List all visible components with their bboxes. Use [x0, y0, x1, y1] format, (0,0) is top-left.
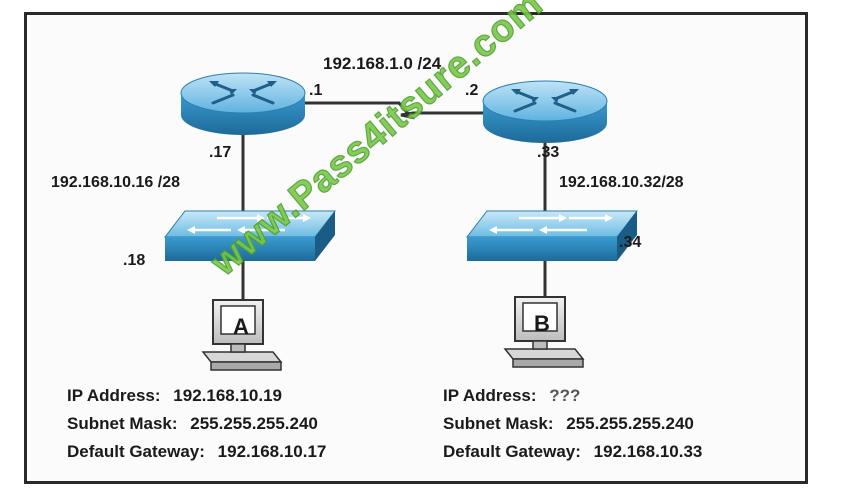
host-a-ip-label: IP Address:	[67, 386, 161, 405]
host-b-mask-value: 255.255.255.240	[566, 414, 694, 433]
host-b-gw-label: Default Gateway:	[443, 442, 581, 461]
router-right-lan-ip: .33	[537, 144, 560, 161]
router-left-wan-ip: .1	[309, 82, 323, 99]
host-a-gw-value: 192.168.10.17	[217, 442, 327, 461]
host-a-mask-label: Subnet Mask:	[67, 414, 178, 433]
computer-icon[interactable]	[503, 296, 585, 368]
switch-icon[interactable]	[163, 210, 337, 261]
host-a-label: A	[233, 314, 249, 339]
host-a-gw-row: Default Gateway: 192.168.10.17	[67, 443, 326, 460]
lan-left-subnet-label: 192.168.10.16 /28	[51, 174, 181, 191]
diagram-frame: 192.168.1.0 /24 .1 .2 .17 .33 192.168.10…	[24, 0, 808, 484]
host-a-ip-value: 192.168.10.19	[173, 386, 282, 405]
host-b-mask-row: Subnet Mask: 255.255.255.240	[443, 415, 694, 432]
router-icon[interactable]	[482, 80, 608, 143]
router-right-wan-ip: .2	[465, 82, 479, 99]
computer-icon[interactable]	[201, 299, 283, 371]
serial-link-icon	[305, 101, 497, 120]
wan-subnet-label: 192.168.1.0 /24	[323, 54, 442, 73]
host-b-ip-row: IP Address: ???	[443, 387, 580, 404]
host-b-label: B	[534, 311, 550, 336]
host-a-mask-value: 255.255.255.240	[190, 414, 318, 433]
lan-right-subnet-label: 192.168.10.32/28	[559, 174, 684, 191]
switch-left-ip: .18	[123, 252, 146, 269]
router-icon[interactable]	[180, 72, 306, 135]
host-b-gw-value: 192.168.10.33	[593, 442, 703, 461]
host-b-gw-row: Default Gateway: 192.168.10.33	[443, 443, 702, 460]
network-diagram	[163, 72, 639, 371]
switch-icon[interactable]	[465, 210, 639, 261]
switch-right-ip: .34	[619, 234, 642, 251]
router-left-lan-ip: .17	[209, 144, 232, 161]
host-b-ip-label: IP Address:	[443, 386, 537, 405]
links	[241, 101, 547, 300]
host-b-ip-value: ???	[549, 386, 581, 405]
host-a-gw-label: Default Gateway:	[67, 442, 205, 461]
host-a-ip-row: IP Address: 192.168.10.19	[67, 387, 282, 404]
host-a-mask-row: Subnet Mask: 255.255.255.240	[67, 415, 318, 432]
host-b-mask-label: Subnet Mask:	[443, 414, 554, 433]
